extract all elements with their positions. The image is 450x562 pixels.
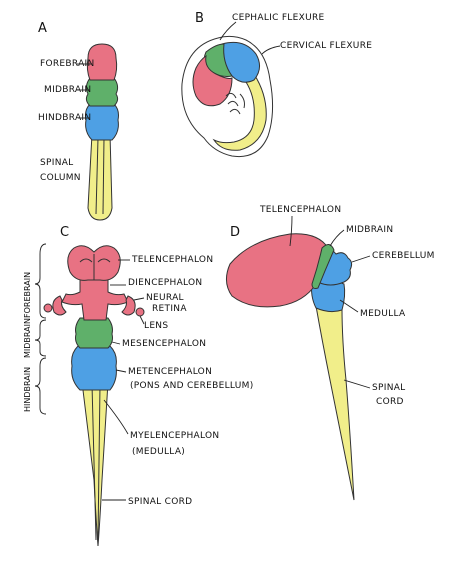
panel-d-letter: D	[230, 225, 240, 240]
label-a-spinal-1: SPINAL	[40, 158, 74, 168]
label-d-medulla: MEDULLA	[360, 309, 406, 319]
panel-c-lens-right	[135, 307, 145, 317]
label-c-myelencephalon: MYELENCEPHALON	[130, 431, 219, 441]
panel-c-spinal-cord	[81, 379, 109, 547]
panel-b-letter: B	[195, 11, 204, 26]
label-c-myelencephalon-sub: (MEDULLA)	[132, 447, 185, 457]
label-c-neural-retina-1: NEURAL	[146, 293, 184, 303]
label-c-diencephalon: DIENCEPHALON	[128, 278, 202, 288]
label-c-metencephalon-sub: (PONS AND CEREBELLUM)	[130, 381, 254, 391]
label-a-forebrain: FOREBRAIN	[40, 59, 95, 69]
panel-d: D TELENCEPHALON MIDBRAIN CEREBELLUM MEDU…	[226, 205, 435, 501]
panel-c-letter: C	[60, 225, 69, 240]
label-b-cervical: CERVICAL FLEXURE	[280, 41, 372, 51]
panel-c-diencephalon	[61, 279, 129, 321]
panel-d-spinal-cord	[315, 305, 355, 501]
panel-a-hindbrain	[85, 103, 119, 141]
label-c-neural-retina-2: RETINA	[152, 304, 187, 314]
panel-b-forebrain	[192, 54, 233, 107]
panel-a-letter: A	[38, 21, 47, 36]
label-b-cephalic: CEPHALIC FLEXURE	[232, 13, 325, 23]
label-c-telencephalon: TELENCEPHALON	[131, 255, 213, 265]
label-a-hindbrain: HINDBRAIN	[38, 113, 91, 123]
label-c-hindbrain-bracket: HINDBRAIN	[23, 367, 32, 412]
panel-b-spinal-cord	[212, 73, 267, 151]
label-a-midbrain: MIDBRAIN	[44, 85, 91, 95]
panel-a: A FOREBRAIN MIDBRAIN HINDBRAIN SPINAL CO…	[38, 21, 119, 221]
label-a-spinal-2: COLUMN	[40, 173, 81, 183]
label-d-midbrain: MIDBRAIN	[346, 225, 393, 235]
label-c-midbrain-bracket: MIDBRAIN	[23, 318, 32, 358]
panel-b-embryo-outline	[181, 35, 274, 158]
panel-c-mesencephalon	[75, 317, 113, 349]
label-c-lens: LENS	[144, 321, 168, 331]
label-c-spinal-cord: SPINAL CORD	[128, 497, 192, 507]
label-d-spinal-1: SPINAL	[372, 383, 406, 393]
label-c-metencephalon: METENCEPHALON	[128, 367, 212, 377]
panel-c-lens-left	[43, 303, 53, 313]
panel-d-midbrain	[311, 244, 335, 289]
panel-b: B CEPHALIC FLEXURE CERVICAL FLEXURE	[181, 11, 372, 158]
panel-c-neural-retina-right	[121, 295, 136, 316]
label-c-mesencephalon: MESENCEPHALON	[122, 339, 206, 349]
panel-a-forebrain	[86, 43, 118, 81]
panel-c: C FOREBRAIN MIDBRAIN HINDBRAIN TELENCEPH…	[23, 225, 254, 547]
label-d-telencephalon: TELENCEPHALON	[259, 205, 341, 215]
label-c-forebrain-bracket: FOREBRAIN	[23, 272, 32, 318]
panel-c-metencephalon	[71, 345, 117, 391]
label-d-cerebellum: CEREBELLUM	[372, 251, 435, 261]
panel-a-spinal-column	[87, 133, 113, 221]
panel-c-neural-retina-left	[52, 295, 67, 316]
label-d-spinal-2: CORD	[376, 397, 404, 407]
